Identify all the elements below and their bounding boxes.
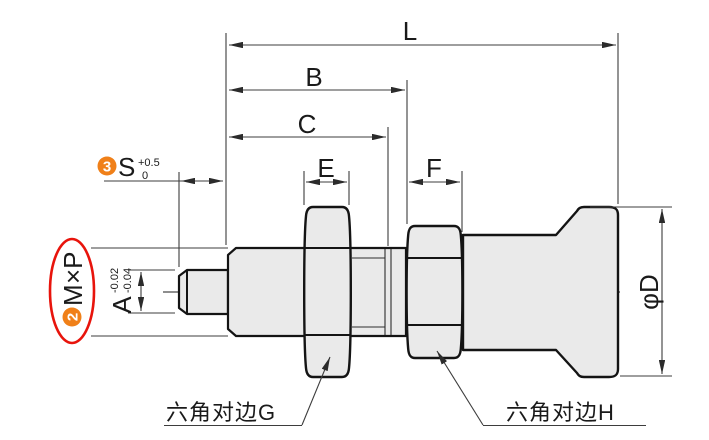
hex-g-callout: 六角对边G	[164, 356, 331, 427]
extension-lines	[91, 33, 672, 377]
plunger-body	[163, 205, 620, 379]
dim-C: C	[229, 109, 386, 141]
badge-3-circle	[97, 156, 117, 176]
thread-pitch-label: ×P	[58, 251, 88, 284]
dim-B-label: B	[305, 62, 322, 92]
dim-F: F	[409, 153, 460, 186]
dim-E: E	[306, 153, 347, 186]
dim-A-tol-lower: -0.04	[122, 268, 134, 293]
thread-callout: 2 M ×P	[48, 237, 96, 345]
dim-B: B	[229, 62, 405, 94]
dim-A-tol-upper: -0.02	[109, 268, 121, 293]
badge-3: 3	[103, 159, 111, 176]
dim-E-label: E	[317, 153, 334, 183]
dim-D: φD	[634, 209, 666, 374]
dim-F-label: F	[426, 153, 442, 183]
badge-2-circle	[62, 307, 82, 327]
hex-g-facet-lines	[304, 247, 351, 336]
ext-hexG	[303, 171, 350, 205]
thread-minor-lines	[352, 257, 385, 328]
dim-S-label: S	[118, 152, 135, 182]
dim-S: 3 S +0.5 0	[97, 152, 223, 185]
dim-S-tol-lower: 0	[142, 170, 148, 182]
hex-nut-g	[303, 205, 352, 379]
hex-g-callout-text: 六角对边G	[166, 400, 276, 425]
dim-A-label: A	[107, 296, 137, 314]
hex-h-callout: 六角对边H	[436, 350, 646, 427]
dim-S-tol-upper: +0.5	[138, 157, 160, 169]
thread-metric-label: M	[58, 284, 88, 306]
ext-thread-callout	[91, 247, 228, 337]
dim-L-label: L	[403, 16, 417, 46]
ext-pin-diameter	[128, 269, 175, 314]
hex-nut-h	[405, 224, 464, 360]
red-highlight-ellipse	[48, 237, 96, 345]
badge-2: 2	[65, 313, 82, 321]
hex-h-facet-lines	[407, 257, 462, 326]
dim-L: L	[229, 16, 616, 49]
knob	[461, 205, 620, 379]
dim-A: A -0.02 -0.04	[107, 268, 145, 314]
dim-C-label: C	[298, 109, 317, 139]
hex-h-callout-text: 六角对边H	[506, 400, 615, 425]
ext-flange-diameter	[590, 206, 672, 377]
dim-D-label: φD	[634, 274, 664, 310]
